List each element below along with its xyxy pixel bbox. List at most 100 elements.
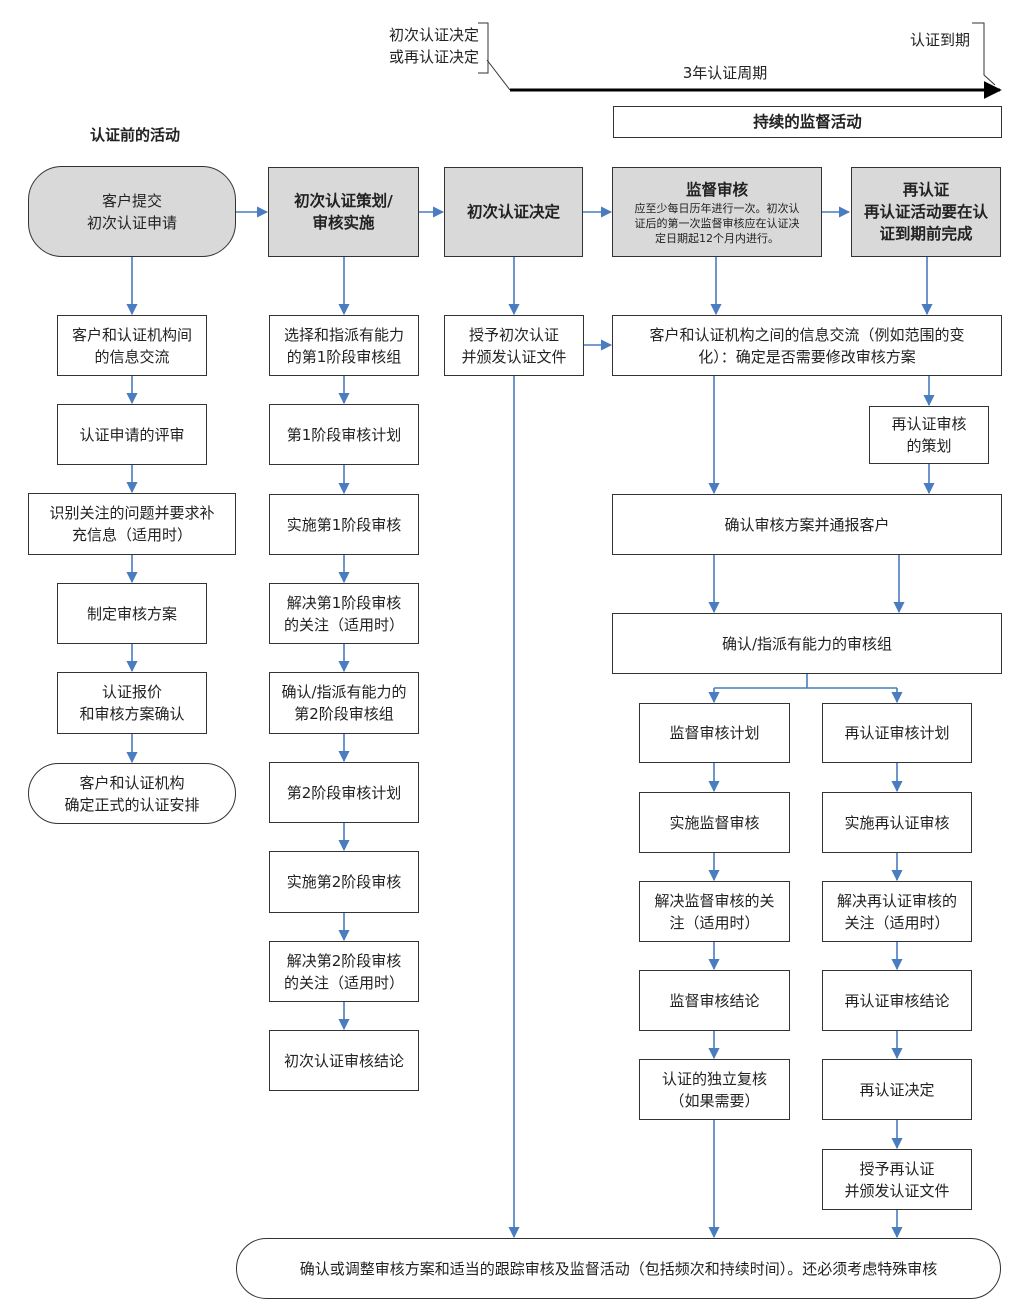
recert-step-2: 实施再认证审核 (822, 792, 972, 853)
surv-step-5: 认证的独立复核 （如果需要） (639, 1059, 790, 1120)
timeline-start-label: 初次认证决定 或再认证决定 (375, 24, 479, 68)
initial-step-8: 解决第2阶段审核 的关注（适用时） (269, 941, 419, 1002)
initial-step-6-line1: 第2阶段审核计划 (286, 783, 402, 802)
surv-step-2: 实施监督审核 (639, 792, 790, 853)
formal-arrangement-end: 客户和认证机构 确定正式的认证安排 (28, 763, 236, 824)
pre-step-1-line1: 客户和认证机构间 (71, 325, 192, 344)
pre-step-3: 识别关注的问题并要求补 充信息（适用时） (28, 493, 236, 555)
initial-step-4-line2: 的关注（适用时） (283, 615, 404, 634)
timeline-cycle-label: 3年认证周期 (682, 64, 768, 82)
client-application-start: 客户提交 初次认证申请 (28, 166, 236, 257)
recert-step-5-line1: 再认证决定 (859, 1080, 935, 1099)
recert-step-3-line1: 解决再认证审核的 (836, 891, 957, 910)
recert-planning-line1: 再认证审核 (891, 415, 967, 433)
recertification-header: 再认证 再认证活动要在认 证到期前完成 (851, 167, 1001, 257)
pre-step-4-line1: 制定审核方案 (86, 604, 177, 623)
initial-step-7-line1: 实施第2阶段审核 (286, 873, 402, 891)
timeline-start-label-line1: 初次认证决定 (388, 26, 479, 44)
formal-arrangement-line1: 客户和认证机构 (79, 773, 185, 792)
pre-step-3-line1: 识别关注的问题并要求补 (49, 504, 215, 522)
recert-step-1: 再认证审核计划 (822, 703, 972, 763)
initial-step-5: 确认/指派有能力的 第2阶段审核组 (269, 672, 419, 734)
surveillance-header-title: 监督审核 (685, 180, 748, 199)
client-application-line2: 初次认证申请 (86, 213, 177, 232)
info-exchange-line1: 客户和认证机构之间的信息交流（例如范围的变 (649, 325, 965, 344)
surv-step-3-line2: 注（适用时） (669, 913, 760, 932)
info-exchange-line2: 化）：确定是否需要修改审核方案 (698, 347, 916, 366)
initial-step-5-line2: 第2阶段审核组 (294, 705, 394, 723)
surv-step-3-line1: 解决监督审核的关 (654, 891, 775, 910)
pre-step-4: 制定审核方案 (57, 583, 207, 644)
grant-initial-certification: 授予初次认证 并颁发认证文件 (444, 315, 584, 376)
timeline-start-label-line2: 或再认证决定 (388, 48, 479, 66)
confirm-program-box: 确认审核方案并通报客户 (612, 494, 1002, 555)
initial-decision-header: 初次认证决定 (444, 167, 583, 257)
recert-step-6-line2: 并颁发认证文件 (844, 1181, 950, 1200)
pre-step-5: 认证报价 和审核方案确认 (57, 672, 207, 734)
info-exchange-box: 客户和认证机构之间的信息交流（例如范围的变 化）：确定是否需要修改审核方案 (612, 315, 1002, 376)
timeline-end-label: 认证到期 (909, 31, 970, 49)
client-application-line1: 客户提交 (101, 191, 162, 210)
surveillance-audit-header: 监督审核 应至少每日历年进行一次。初次认 证后的第一次监督审核应在认证决 定日期… (612, 167, 822, 257)
initial-step-8-line2: 的关注（适用时） (283, 973, 404, 992)
surveillance-note-line1: 应至少每日历年进行一次。初次认 (634, 201, 800, 215)
formal-arrangement-line2: 确定正式的认证安排 (64, 795, 200, 814)
recert-step-4: 再认证审核结论 (822, 970, 972, 1031)
surv-step-5-line2: （如果需要） (669, 1091, 760, 1110)
pre-step-1: 客户和认证机构间 的信息交流 (57, 315, 207, 376)
recert-step-1-line1: 再认证审核计划 (844, 724, 950, 742)
recert-step-5: 再认证决定 (822, 1059, 972, 1120)
surv-step-3: 解决监督审核的关 注（适用时） (639, 881, 790, 942)
initial-step-9: 初次认证审核结论 (269, 1030, 419, 1091)
recert-step-4-line1: 再认证审核结论 (844, 991, 950, 1010)
recert-step-2-line1: 实施再认证审核 (844, 813, 950, 832)
grant-initial-line1: 授予初次认证 (468, 325, 559, 344)
initial-step-4-line1: 解决第1阶段审核 (286, 593, 402, 612)
initial-step-3: 实施第1阶段审核 (269, 494, 419, 555)
recert-step-3: 解决再认证审核的 关注（适用时） (822, 881, 972, 942)
surv-step-5-line1: 认证的独立复核 (661, 1069, 767, 1088)
recert-planning-box: 再认证审核 的策划 (869, 406, 989, 464)
recert-header-line3: 证到期前完成 (879, 225, 973, 243)
initial-step-2: 第1阶段审核计划 (269, 404, 419, 465)
pre-step-5-line2: 和审核方案确认 (79, 705, 185, 723)
recert-step-6: 授予再认证 并颁发认证文件 (822, 1149, 972, 1210)
surv-step-4-line1: 监督审核结论 (669, 991, 760, 1010)
pre-step-3-line2: 充信息（适用时） (71, 526, 192, 544)
initial-step-4: 解决第1阶段审核 的关注（适用时） (269, 583, 419, 644)
surv-step-2-line1: 实施监督审核 (669, 813, 760, 832)
initial-step-8-line1: 解决第2阶段审核 (286, 951, 402, 970)
footer-program-adjustment: 确认或调整审核方案和适当的跟踪审核及监督活动（包括频次和持续时间）。还必须考虑特… (236, 1238, 1001, 1299)
initial-step-1-line1: 选择和指派有能力 (283, 325, 404, 344)
recert-header-line1: 再认证 (902, 181, 950, 199)
initial-step-5-line1: 确认/指派有能力的 (281, 683, 407, 701)
pre-step-2-line1: 认证申请的评审 (79, 425, 185, 444)
initial-planning-header: 初次认证策划/ 审核实施 (268, 167, 419, 257)
pre-step-2: 认证申请的评审 (57, 404, 207, 465)
surveillance-note-line3: 定日期起12个月内进行。 (655, 231, 779, 245)
surv-step-1: 监督审核计划 (639, 703, 790, 763)
initial-step-6: 第2阶段审核计划 (269, 762, 419, 823)
pre-step-1-line2: 的信息交流 (94, 347, 170, 366)
ongoing-surveillance-banner: 持续的监督活动 (613, 106, 1002, 138)
pre-activities-heading: 认证前的活动 (89, 126, 180, 144)
initial-step-9-line1: 初次认证审核结论 (283, 1051, 404, 1070)
initial-step-7: 实施第2阶段审核 (269, 851, 419, 913)
recert-header-line2: 再认证活动要在认 (863, 203, 988, 221)
recert-planning-line2: 的策划 (906, 437, 952, 455)
grant-initial-line2: 并颁发认证文件 (461, 347, 567, 366)
initial-planning-header-line2: 审核实施 (312, 214, 375, 232)
initial-step-2-line1: 第1阶段审核计划 (286, 425, 402, 444)
confirm-team-box: 确认/指派有能力的审核组 (612, 613, 1002, 674)
initial-step-1: 选择和指派有能力 的第1阶段审核组 (269, 315, 419, 376)
pre-step-5-line1: 认证报价 (101, 683, 162, 701)
surv-step-1-line1: 监督审核计划 (669, 724, 760, 742)
surveillance-note-line2: 证后的第一次监督审核应在认证决 (634, 216, 800, 230)
recert-step-3-line2: 关注（适用时） (844, 913, 950, 932)
initial-planning-header-line1: 初次认证策划/ (294, 192, 393, 210)
initial-step-3-line1: 实施第1阶段审核 (286, 515, 402, 534)
surv-step-4: 监督审核结论 (639, 970, 790, 1031)
recert-step-6-line1: 授予再认证 (859, 1159, 935, 1178)
initial-step-1-line2: 的第1阶段审核组 (286, 347, 402, 366)
